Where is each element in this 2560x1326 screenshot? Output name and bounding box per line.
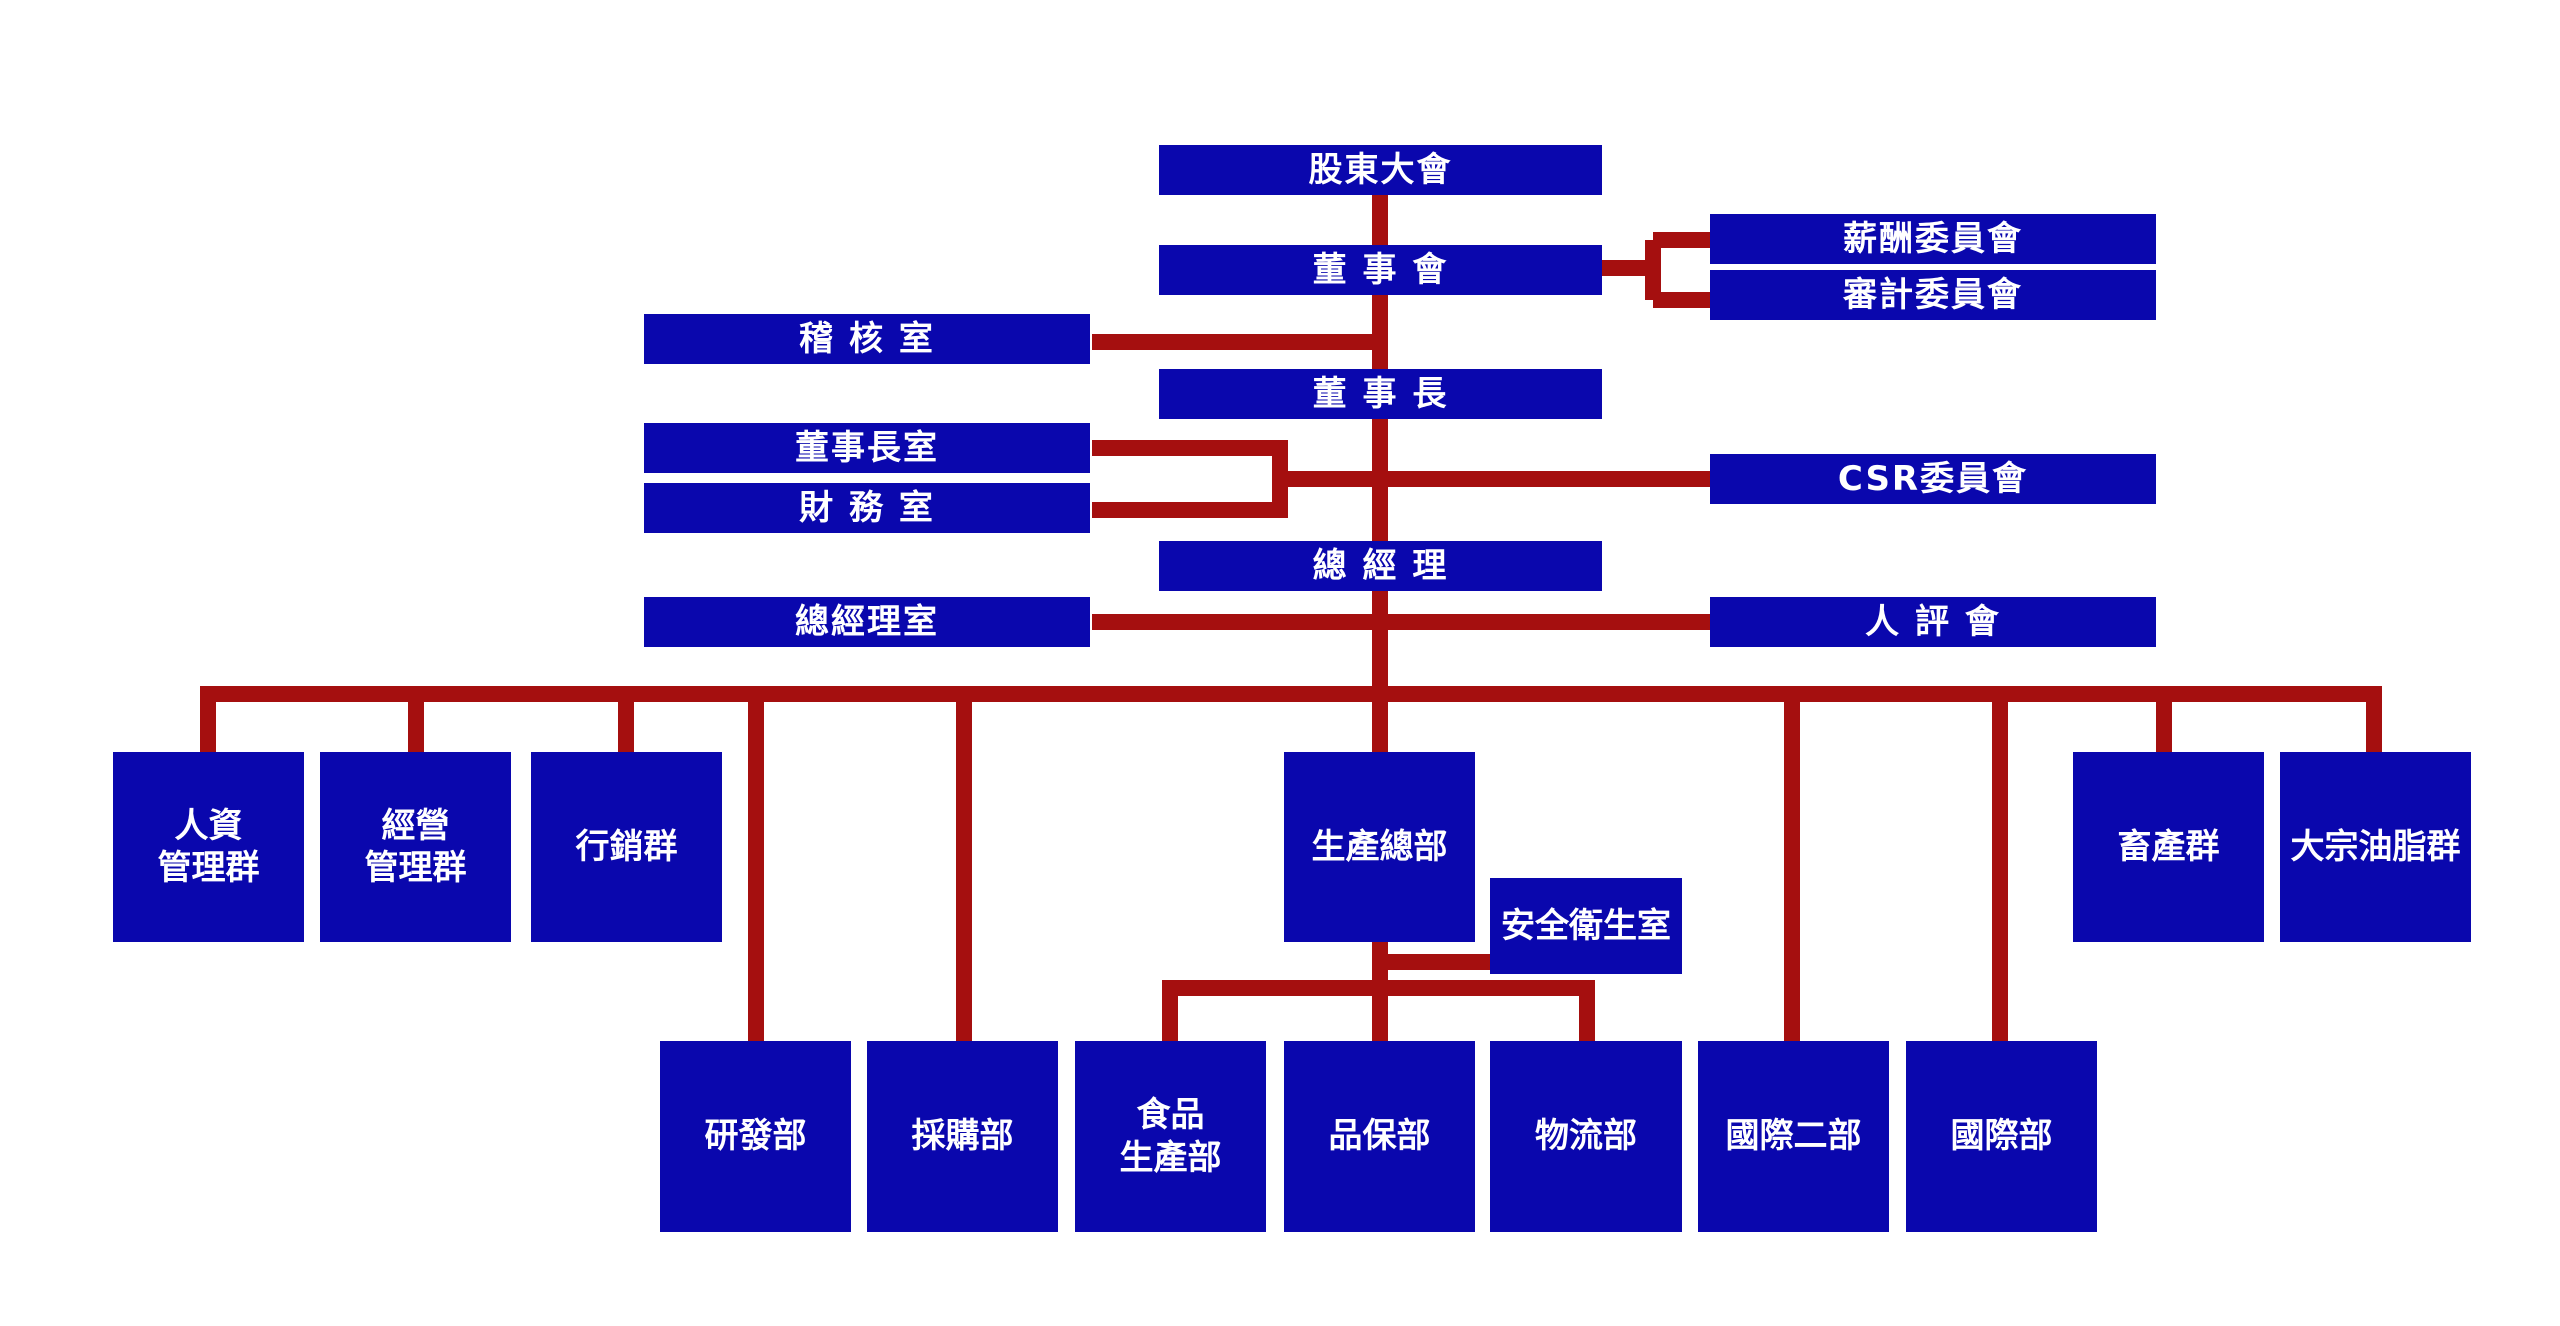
- finance-office-label: 財 務 室: [799, 487, 935, 528]
- finance-office-box: 財 務 室: [644, 483, 1090, 533]
- intl-dept-box: 國際部: [1906, 1041, 2097, 1232]
- management-group-label: 經營 管理群: [364, 805, 467, 889]
- hr-group-label: 人資 管理群: [157, 805, 260, 889]
- purchasing-dept-box: 採購部: [867, 1041, 1058, 1232]
- food-production-dept-box: 食品 生產部: [1075, 1041, 1266, 1232]
- purchasing-dept-label: 採購部: [911, 1116, 1014, 1157]
- bulk-oil-group-box: 大宗油脂群: [2280, 752, 2471, 942]
- intl-dept-label: 國際部: [1950, 1116, 2053, 1157]
- personnel-committee-label: 人 評 會: [1865, 601, 2001, 642]
- marketing-group-box: 行銷群: [531, 752, 722, 942]
- rd-dept-label: 研發部: [704, 1116, 807, 1157]
- livestock-group-label: 畜產群: [2117, 826, 2220, 867]
- safety-office-box: 安全衛生室: [1490, 878, 1682, 974]
- audit-committee-box: 審計委員會: [1710, 270, 2156, 320]
- board-box: 董 事 會: [1159, 245, 1602, 295]
- shareholders-box: 股東大會: [1159, 145, 1602, 195]
- audit-office-box: 稽 核 室: [644, 314, 1090, 364]
- bulk-oil-group-label: 大宗油脂群: [2290, 826, 2461, 867]
- gm-office-box: 總經理室: [644, 597, 1090, 647]
- compensation-committee-box: 薪酬委員會: [1710, 214, 2156, 264]
- board-label: 董 事 會: [1312, 249, 1449, 290]
- gm-office-label: 總經理室: [795, 601, 939, 642]
- qa-dept-box: 品保部: [1284, 1041, 1475, 1232]
- marketing-group-label: 行銷群: [575, 826, 678, 867]
- logistics-dept-box: 物流部: [1490, 1041, 1682, 1232]
- management-group-box: 經營 管理群: [320, 752, 511, 942]
- food-production-dept-label: 食品 生產部: [1119, 1095, 1222, 1178]
- shareholders-label: 股東大會: [1308, 149, 1453, 190]
- connector-line: [1162, 980, 1595, 1045]
- chairman-office-label: 董事長室: [795, 427, 939, 468]
- safety-office-label: 安全衛生室: [1501, 905, 1671, 946]
- hr-group-box: 人資 管理群: [113, 752, 304, 942]
- logistics-dept-label: 物流部: [1535, 1116, 1637, 1157]
- intl-dept-2-box: 國際二部: [1698, 1041, 1889, 1232]
- intl-dept-2-label: 國際二部: [1725, 1116, 1862, 1157]
- personnel-committee-box: 人 評 會: [1710, 597, 2156, 647]
- compensation-committee-label: 薪酬委員會: [1843, 218, 2023, 259]
- chairman-office-bracket: [1092, 440, 1380, 518]
- rd-dept-box: 研發部: [660, 1041, 851, 1232]
- chairman-box: 董 事 長: [1159, 369, 1602, 419]
- csr-committee-box: CSR委員會: [1710, 454, 2156, 504]
- audit-office-label: 稽 核 室: [799, 318, 935, 359]
- production-hq-label: 生產總部: [1311, 826, 1448, 867]
- qa-dept-label: 品保部: [1328, 1116, 1431, 1157]
- csr-committee-label: CSR委員會: [1837, 458, 2029, 499]
- production-hq-box: 生產總部: [1284, 752, 1475, 942]
- audit-committee-label: 審計委員會: [1843, 274, 2023, 315]
- chairman-label: 董 事 長: [1312, 373, 1449, 414]
- general-manager-label: 總 經 理: [1312, 545, 1449, 586]
- general-manager-box: 總 經 理: [1159, 541, 1602, 591]
- livestock-group-box: 畜產群: [2073, 752, 2264, 942]
- committee-bracket: [1600, 232, 1710, 308]
- chairman-office-box: 董事長室: [644, 423, 1090, 473]
